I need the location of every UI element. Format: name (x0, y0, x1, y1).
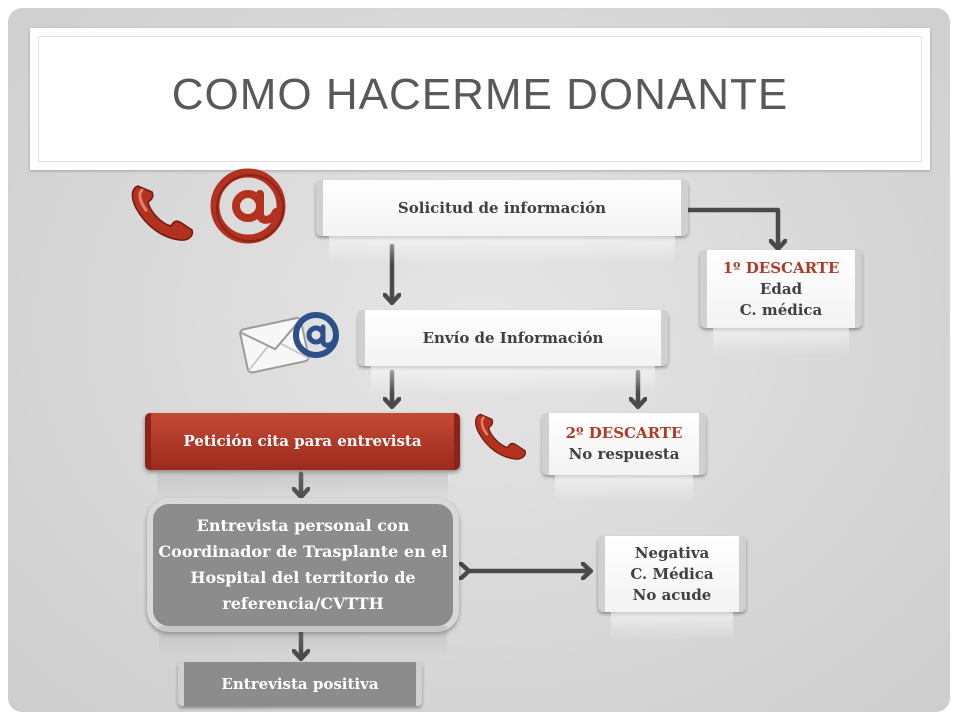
node-solicitud-label: Solicitud de información (397, 198, 607, 217)
at-sign-icon (210, 168, 286, 244)
node-envio: Envío de Información (358, 310, 668, 394)
slide: COMO HACERME DONANTE (8, 8, 950, 712)
phone-icon (131, 185, 194, 241)
envelope-at-icon (239, 312, 339, 374)
node-descarte1-line: Edad (759, 279, 803, 298)
node-entrevista-line: Entrevista personal con (196, 516, 410, 535)
node-negativa: Negativa C. Médica No acude (598, 536, 746, 640)
phone-icon (475, 413, 526, 460)
arrow-solicitud-to-descarte1 (685, 207, 778, 248)
node-negativa-line: No acude (632, 585, 712, 604)
node-descarte2: 2º DESCARTE No respuesta (542, 413, 706, 503)
node-negativa-line: Negativa (634, 543, 710, 562)
node-negativa-line: C. Médica (630, 564, 714, 583)
node-descarte2-line: No respuesta (568, 445, 680, 463)
node-descarte2-heading: 2º DESCARTE (565, 424, 683, 442)
node-peticion: Petición cita para entrevista (145, 413, 460, 500)
node-entrevista-line: referencia/CVTTH (222, 594, 384, 613)
title-band: COMO HACERME DONANTE (30, 28, 930, 170)
node-envio-label: Envío de Información (422, 328, 604, 347)
node-descarte1: 1º DESCARTE Edad C. médica (700, 250, 862, 356)
node-entrevista-line: Hospital del territorio de (190, 568, 416, 587)
node-positiva-label: Entrevista positiva (221, 674, 379, 693)
node-descarte1-heading: 1º DESCARTE (722, 258, 840, 277)
node-entrevista: Entrevista personal con Coordinador de T… (147, 498, 459, 656)
node-solicitud: Solicitud de información (316, 180, 688, 264)
node-positiva: Entrevista positiva (178, 662, 422, 706)
page-title: COMO HACERME DONANTE (171, 70, 789, 119)
node-descarte1-line: C. médica (739, 300, 823, 319)
node-entrevista-line: Coordinador de Trasplante en el (158, 542, 448, 561)
node-peticion-label: Petición cita para entrevista (183, 432, 422, 450)
